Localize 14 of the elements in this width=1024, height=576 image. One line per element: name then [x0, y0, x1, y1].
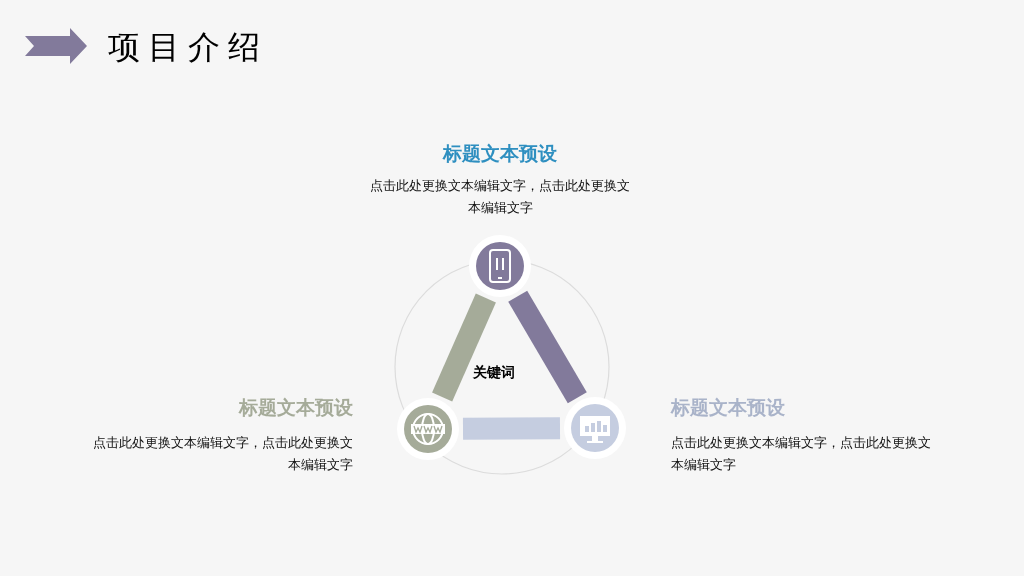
- connector-band: [462, 417, 561, 440]
- title: 项目介绍: [108, 27, 268, 68]
- icon-circle: [564, 397, 626, 459]
- body-text: 点击此处更换文本编辑文字，点击此处更换文本编辑文字: [369, 177, 631, 217]
- heading: 标题文本预设: [671, 395, 786, 420]
- connector-band: [432, 293, 496, 402]
- heading: 标题文本预设: [237, 395, 353, 420]
- heading: 标题文本预设: [442, 141, 558, 166]
- icon-circle: [397, 398, 459, 460]
- icon-circle: [469, 235, 531, 297]
- body-text: 点击此处更换文本编辑文字，点击此处更换文本编辑文字: [92, 434, 353, 474]
- connector-band: [508, 290, 587, 404]
- keyword: 关键词: [472, 364, 516, 382]
- body-text: 点击此处更换文本编辑文字，点击此处更换文本编辑文字: [671, 434, 932, 474]
